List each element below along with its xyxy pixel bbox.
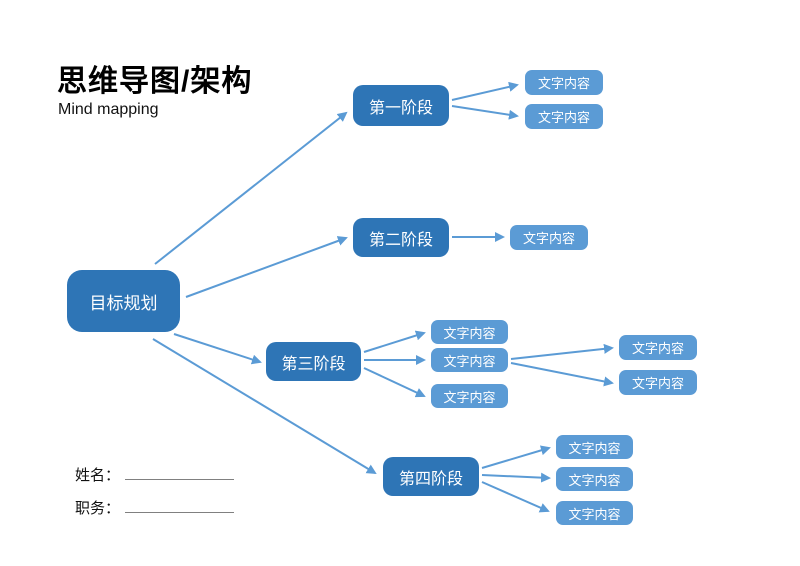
node-stage4-child3[interactable]: 文字内容 (556, 501, 633, 525)
node-stage3-grandchild1[interactable]: 文字内容 (619, 335, 697, 360)
arrow-stage4-child3 (481, 481, 550, 513)
node-stage2[interactable]: 第二阶段 (353, 218, 449, 257)
node-stage1-child1[interactable]: 文字内容 (525, 70, 603, 95)
arrow-root-stage1 (154, 111, 348, 265)
arrow-stage3-child2-grandchild1 (510, 343, 614, 360)
role-label: 职务： (75, 500, 121, 517)
arrow-root-stage2 (185, 236, 348, 298)
node-stage4[interactable]: 第四阶段 (383, 457, 479, 496)
node-stage3[interactable]: 第三阶段 (266, 342, 361, 381)
arrow-stage1-child1 (451, 81, 519, 101)
node-stage1-child2[interactable]: 文字内容 (525, 104, 603, 129)
arrow-stage1-child2 (451, 105, 519, 120)
node-stage3-child2[interactable]: 文字内容 (431, 348, 508, 372)
node-stage1[interactable]: 第一阶段 (353, 85, 449, 126)
node-stage4-child2[interactable]: 文字内容 (556, 467, 633, 491)
arrow-stage3-child3 (363, 367, 426, 398)
name-underline (125, 464, 235, 480)
node-stage3-child3[interactable]: 文字内容 (431, 384, 508, 408)
arrow-stage4-child1 (481, 445, 551, 469)
role-underline (125, 497, 235, 513)
node-stage3-grandchild2[interactable]: 文字内容 (619, 370, 697, 395)
arrow-stage3-child1 (363, 330, 426, 353)
arrow-stage4-child2 (481, 472, 551, 483)
arrow-stage3-child2-grandchild2 (510, 362, 614, 387)
node-stage4-child1[interactable]: 文字内容 (556, 435, 633, 459)
node-stage3-child1[interactable]: 文字内容 (431, 320, 508, 344)
arrow-root-stage3 (173, 333, 262, 365)
signature-name-row: 姓名： (75, 464, 235, 485)
node-stage2-child1[interactable]: 文字内容 (510, 225, 588, 250)
page-title: 思维导图/架构 (57, 65, 253, 98)
signature-role-row: 职务： (75, 497, 235, 518)
name-label: 姓名： (75, 467, 121, 484)
page-subtitle: Mind mapping (58, 101, 159, 118)
node-root-goal[interactable]: 目标规划 (67, 270, 180, 332)
